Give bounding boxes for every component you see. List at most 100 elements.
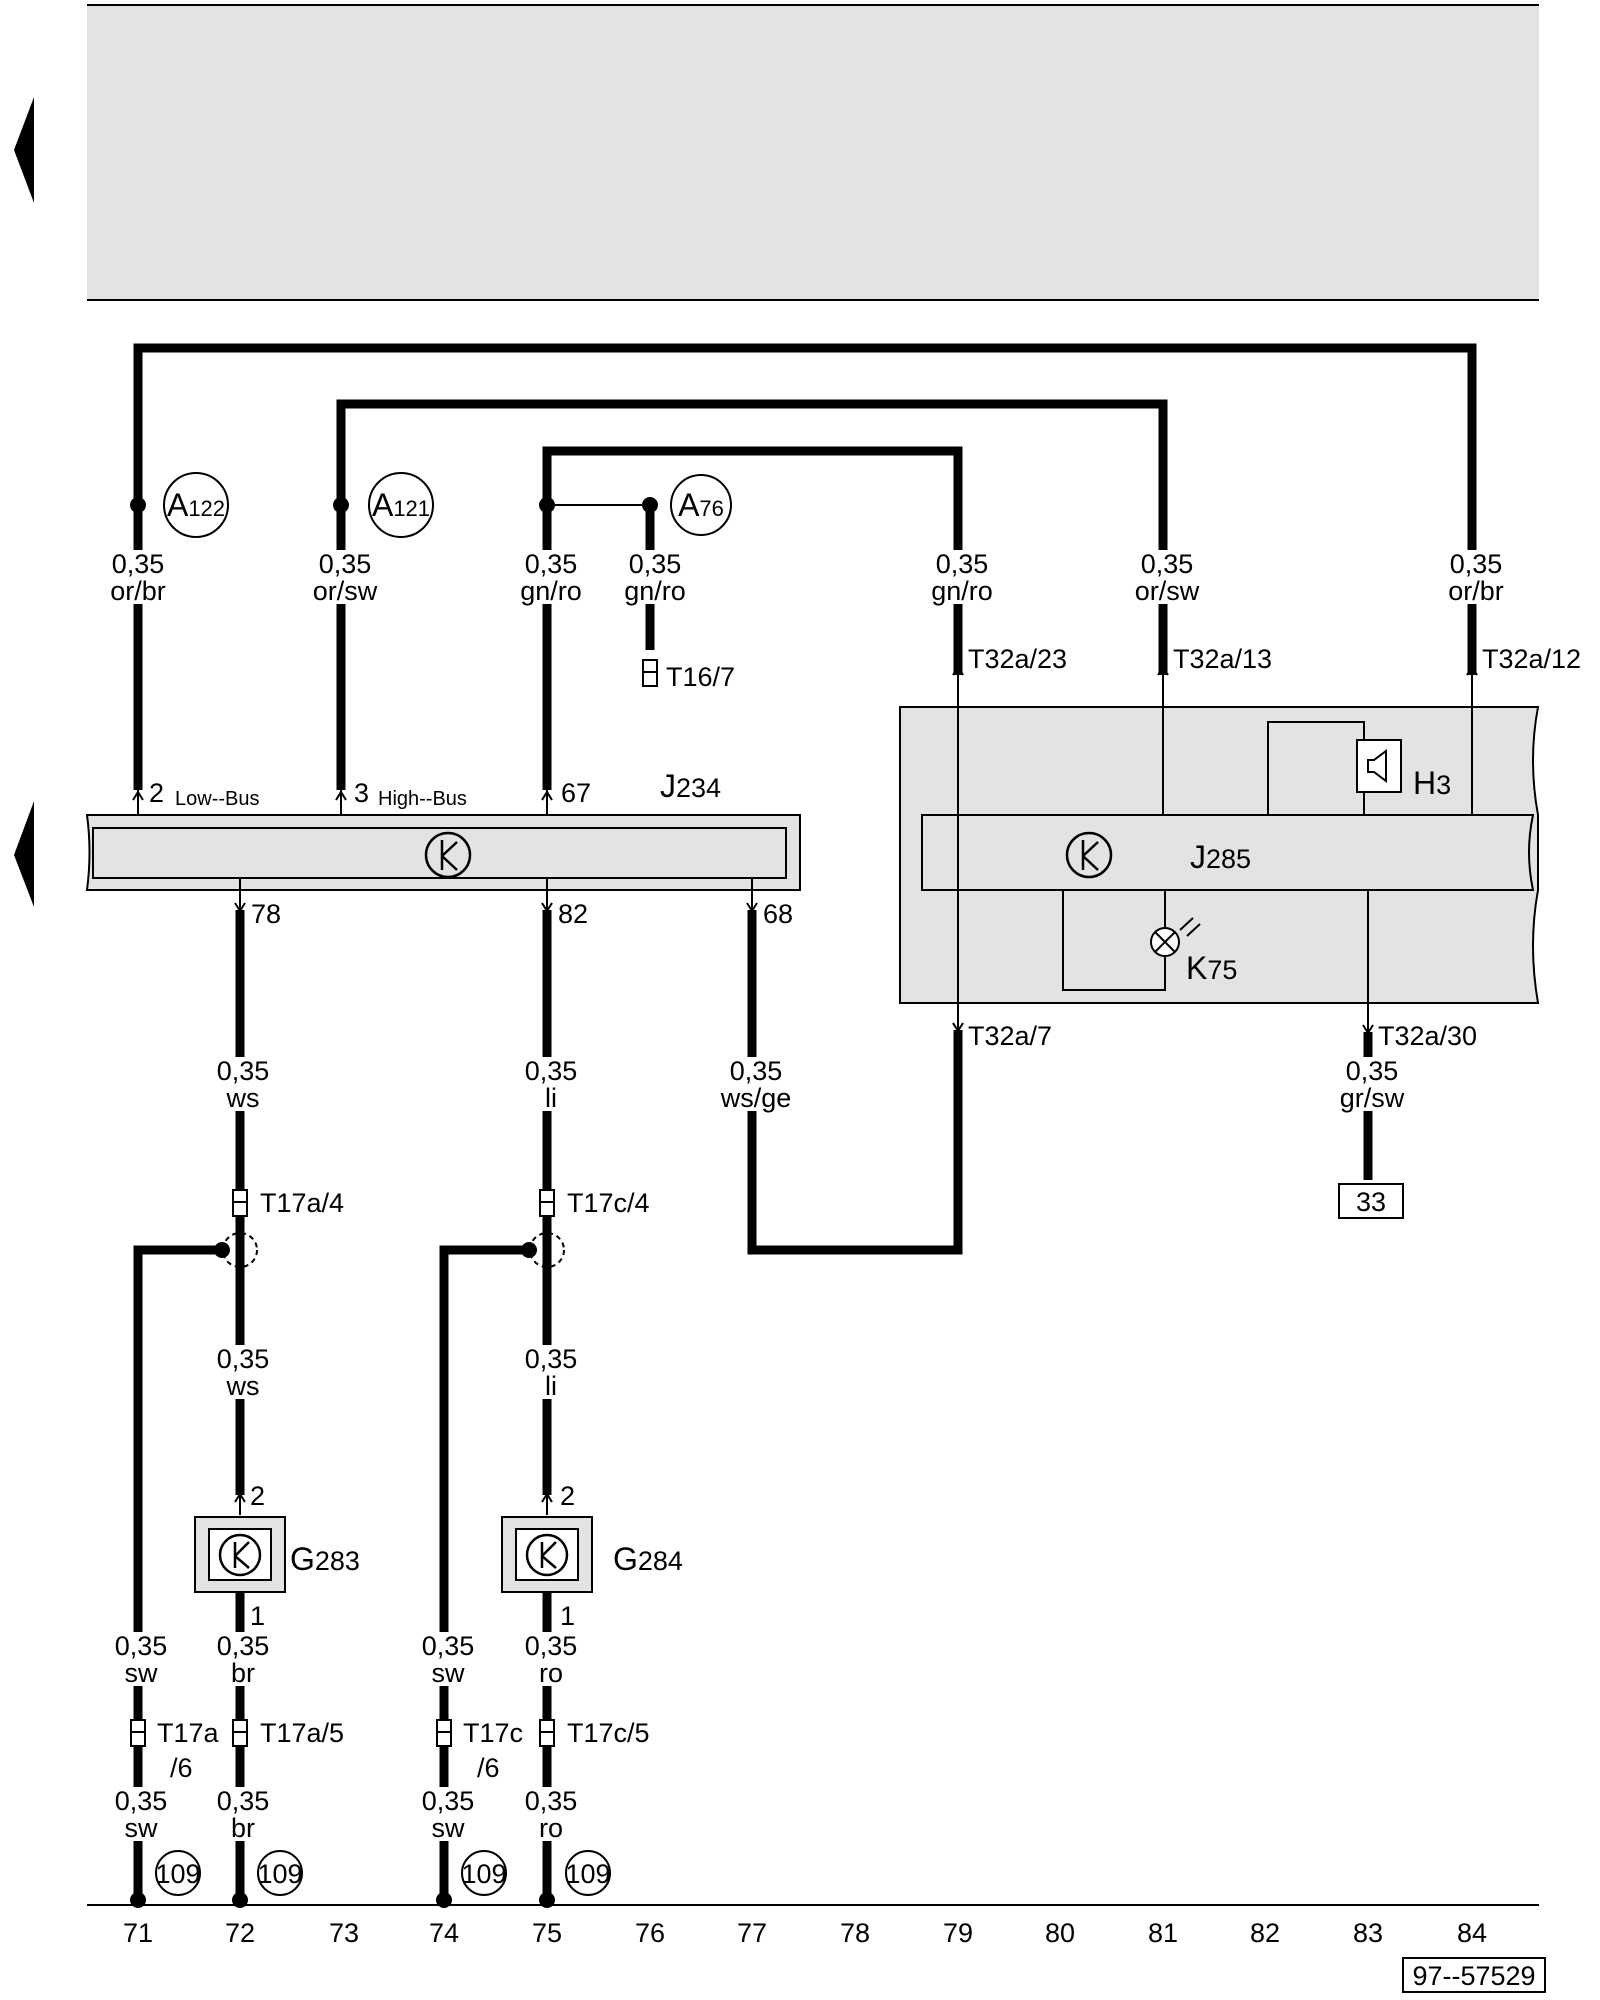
pin-arrow-icon: [541, 1492, 553, 1503]
g283-pin-top: 2: [250, 1481, 265, 1511]
g283-name: G283: [290, 1541, 360, 1577]
pin-arrow-icon: [952, 665, 964, 676]
ref-box-33-label: 33: [1356, 1187, 1386, 1217]
track-number: 72: [225, 1918, 255, 1948]
g284-pin-bottom: 1: [560, 1601, 575, 1631]
figure-id-box: [1402, 1957, 1546, 1993]
connector-t17c-5: T17c/5: [567, 1718, 650, 1748]
g284-name: G284: [613, 1541, 683, 1577]
connector-t17a-5: T17a/5: [260, 1718, 344, 1748]
g284-sensor-icon: [525, 1533, 569, 1577]
ref-109-label: 109: [155, 1859, 200, 1889]
connector-t17a-6-icon: [130, 1719, 146, 1747]
junction-dot: [130, 497, 146, 513]
j285-name: J285: [1190, 839, 1251, 875]
bottom-refs: 109 109 109 109: [155, 1850, 611, 1896]
j285-bus-symbol-icon: [1065, 831, 1113, 879]
ref-109-label: 109: [461, 1859, 506, 1889]
connector-t17c-6-icon: [436, 1719, 452, 1747]
pin-arrow-icon: [746, 902, 758, 913]
page-marker-icon[interactable]: [14, 801, 34, 907]
track-number: 80: [1045, 1918, 1075, 1948]
connector-t32a-30: T32a/30: [1378, 1021, 1477, 1051]
connector-t32a-23: T32a/23: [968, 644, 1067, 674]
track-number: 78: [840, 1918, 870, 1948]
shield-splice-icon: [529, 1232, 565, 1268]
ref-box-33[interactable]: [1338, 1183, 1404, 1219]
pin-arrow-icon: [1466, 665, 1478, 676]
ref-circle-109[interactable]: [155, 1850, 201, 1896]
track-number: 73: [329, 1918, 359, 1948]
page-back-marker-icon[interactable]: [14, 97, 34, 203]
junction-dot: [333, 497, 349, 513]
wire-gn-ro-loop: [542, 446, 963, 790]
junction-dot: [521, 1242, 537, 1258]
track-number: 83: [1353, 1918, 1383, 1948]
h3-name: H3: [1413, 765, 1451, 801]
connector-t17c-5-icon: [539, 1719, 555, 1747]
connector-t16-7: T16/7: [666, 662, 735, 692]
connector-t17c-4: T17c/4: [567, 1188, 650, 1218]
pin-arrow-icon: [541, 790, 553, 801]
pin-arrow-icon: [234, 902, 246, 913]
g284-pin-top: 2: [560, 1481, 575, 1511]
j234-bus-symbol-icon: [424, 831, 472, 879]
connector-t32a-13: T32a/13: [1173, 644, 1272, 674]
j234-body: [85, 814, 801, 891]
track-number: 71: [123, 1918, 153, 1948]
h3-buzzer-icon: [1356, 739, 1402, 793]
pin-arrows: [132, 665, 1478, 1595]
junction-dot: [642, 497, 658, 513]
connector-t32a-12: T32a/12: [1482, 644, 1581, 674]
connector-t17a-4-icon: [232, 1189, 248, 1217]
k75-lamp-cross: [1154, 917, 1201, 953]
pin-arrow-icon: [335, 790, 347, 801]
junction-dot: [539, 497, 555, 513]
ground-ref-circle: [163, 472, 229, 538]
connector-t17c-6: T17c/6: [463, 1718, 523, 1783]
header-band: [87, 4, 1539, 301]
shield-splice-icon: [222, 1232, 258, 1268]
connector-t32a-7: T32a/7: [968, 1021, 1052, 1051]
ground-ref-a76: A76: [678, 487, 724, 523]
j234-pin-78: 78: [251, 899, 281, 929]
ref-circle-109[interactable]: [461, 1850, 507, 1896]
j234-pin-2: 2: [149, 778, 164, 808]
pin-arrow-icon: [1362, 1024, 1374, 1035]
ref-circle-109[interactable]: [565, 1850, 611, 1896]
h3-speaker-icon: [1367, 749, 1387, 783]
connector-labels: T16/7 T32a/23 T32a/13 T32a/12 T32a/7 T32…: [149, 644, 1581, 1783]
ref-circle-109[interactable]: [257, 1850, 303, 1896]
ground-ref-a121: A121: [372, 487, 430, 523]
j234-pin-3: 3: [354, 778, 369, 808]
pin-arrow-icon: [1157, 665, 1169, 676]
track-number: 76: [635, 1918, 665, 1948]
g284-arrow-icon: [540, 1541, 557, 1569]
pin-arrow-icon: [132, 790, 144, 801]
j234-name: J234: [660, 768, 721, 804]
figure-id: 97--57529: [1412, 1961, 1535, 1991]
g284-inner-box: [515, 1528, 579, 1581]
track-number: 79: [943, 1918, 973, 1948]
pin-arrow-icon: [234, 1492, 246, 1503]
track-number: 84: [1457, 1918, 1487, 1948]
track-numbers: 71 72 73 74 75 76 77 78 79 80 81 82 83 8…: [123, 1918, 1487, 1948]
sensor-g283: [194, 1516, 286, 1593]
j234-pin-3-label: High--Bus: [378, 788, 467, 810]
junction-dot: [214, 1242, 230, 1258]
